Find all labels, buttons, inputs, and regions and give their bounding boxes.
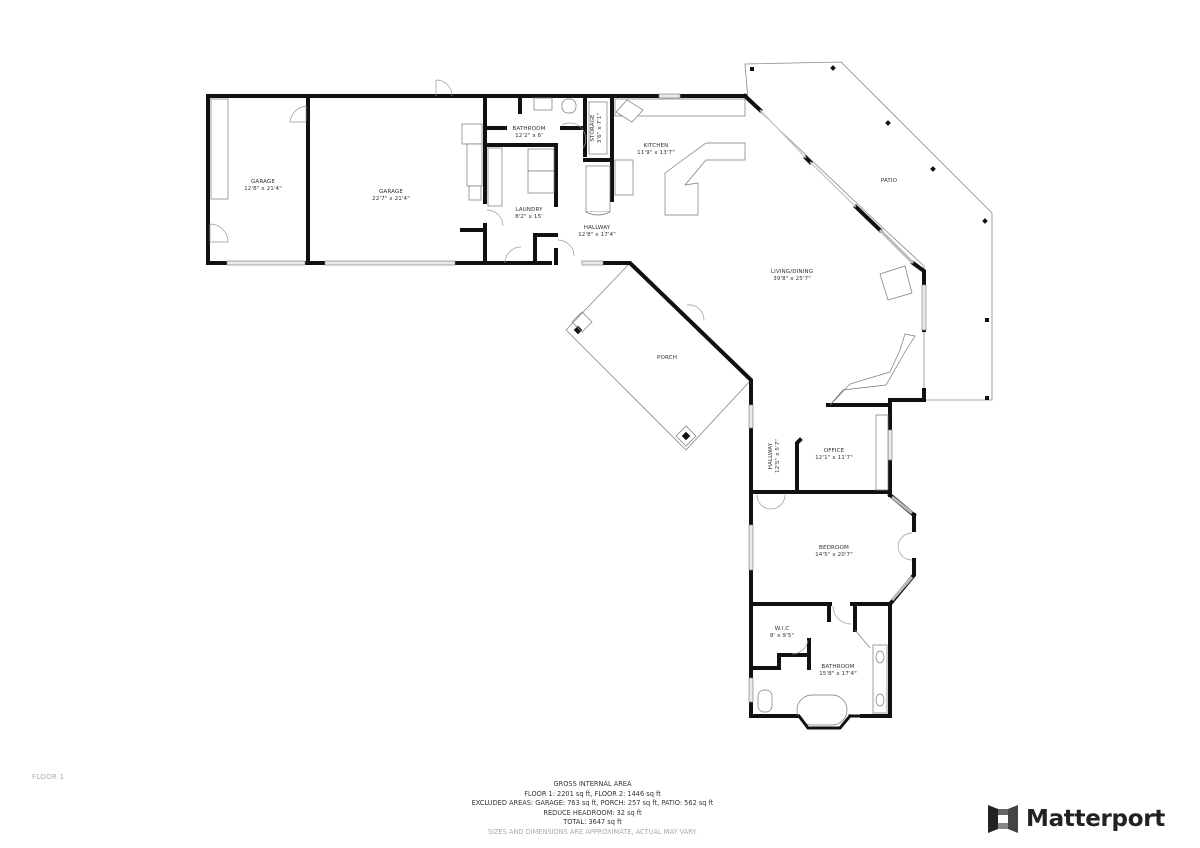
room-name: PORCH (657, 355, 677, 361)
summary-total: TOTAL: 3647 sq ft (563, 818, 622, 826)
summary-heading: GROSS INTERNAL AREA (553, 780, 632, 788)
room-name: BATHROOM (821, 664, 854, 670)
room-name: BEDROOM (819, 545, 849, 551)
patio-area (744, 61, 993, 401)
room-name: KITCHEN (644, 143, 669, 149)
room-name: LAUNDRY (515, 207, 543, 213)
windows (226, 93, 927, 703)
room-dims: 14'5" x 20'7" (815, 552, 853, 558)
floor-label: FLOOR 1 (32, 773, 65, 781)
room-dims: 11'9" x 13'7" (637, 150, 675, 156)
room-name: W.I.C (775, 626, 790, 632)
room-labels: GARAGE 12'8" x 21'4" GARAGE 22'7" x 21'4… (244, 112, 898, 677)
room-dims: 22'7" x 21'4" (372, 196, 410, 202)
room-name: LIVING/DINING (771, 269, 813, 275)
brand-name: Matterport (1026, 806, 1165, 832)
room-dims: 39'8" x 25'7" (773, 276, 811, 282)
room-dims: 15'8" x 17'4" (819, 671, 857, 677)
room-name: HALLWAY (768, 442, 774, 469)
room-name: PATIO (881, 178, 898, 184)
room-name: HALLWAY (584, 225, 611, 231)
room-dims: 8' x 9'5" (770, 633, 794, 639)
summary-headroom: REDUCE HEADROOM: 32 sq ft (543, 808, 642, 817)
room-name: OFFICE (824, 448, 845, 454)
room-dims: 12'1" x 11'7" (815, 455, 853, 461)
room-name: STORAGE (590, 114, 596, 142)
doors (209, 79, 913, 655)
room-dims: 12'8" x 21'4" (244, 186, 282, 192)
fixtures (210, 97, 916, 730)
area-summary: GROSS INTERNAL AREA FLOOR 1: 2201 sq ft,… (400, 780, 785, 837)
room-dims: 8'2" x 15' (515, 214, 543, 220)
room-dims: 12'8" x 17'4" (578, 232, 616, 238)
room-dims: 12'5" x 5'7" (775, 439, 781, 473)
room-dims: 3'6" x 7'1" (597, 112, 603, 143)
matterport-brand: Matterport (988, 803, 1165, 835)
summary-disclaimer: SIZES AND DIMENSIONS ARE APPROXIMATE, AC… (487, 827, 698, 836)
matterport-logo-icon (988, 805, 1018, 833)
summary-excluded: EXCLUDED AREAS: GARAGE: 763 sq ft, PORCH… (471, 799, 714, 807)
room-dims: 12'2" x 6' (515, 133, 543, 139)
summary-floors: FLOOR 1: 2201 sq ft, FLOOR 2: 1446 sq ft (524, 789, 661, 798)
walls (206, 93, 926, 718)
room-name: GARAGE (251, 179, 275, 185)
room-name: BATHROOM (512, 126, 545, 132)
room-name: GARAGE (379, 189, 403, 195)
